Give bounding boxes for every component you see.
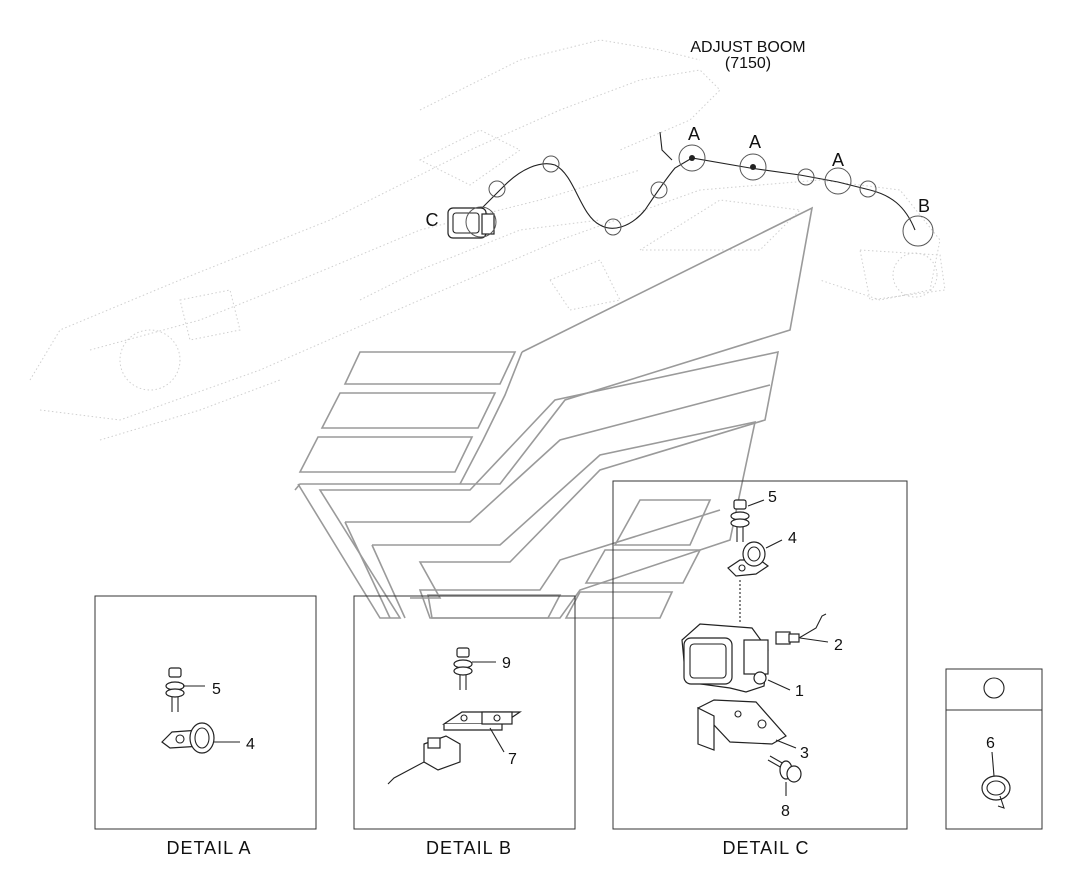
detail-b-caption: DETAIL B <box>426 838 512 858</box>
detail-c-part-1: 1 <box>795 683 804 700</box>
detail-c-part-4: 4 <box>788 530 797 547</box>
side-part-panel: 6 <box>945 668 1043 830</box>
detail-a-caption: DETAIL A <box>166 838 251 858</box>
detail-a-part-4: 4 <box>246 736 255 753</box>
hose-clamp-icon <box>981 775 1011 809</box>
bolt-icon <box>165 667 185 712</box>
detail-c-part-5: 5 <box>768 489 777 506</box>
connector-icon <box>387 735 461 785</box>
detail-a-panel: 5 4 <box>94 595 317 830</box>
bolt-icon <box>767 755 802 783</box>
callout-c: C <box>426 210 439 230</box>
mounting-bracket-icon <box>697 699 787 751</box>
clamp-icon <box>727 541 770 577</box>
callout-b: B <box>918 196 930 216</box>
work-light-icon <box>681 623 769 693</box>
wiring-harness <box>469 131 916 231</box>
bolt-icon <box>453 647 473 690</box>
assembly-title: ADJUST BOOM <box>690 39 805 56</box>
callout-a-2: A <box>749 132 761 152</box>
detail-c-panel: 5 4 1 2 <box>612 480 908 830</box>
boom-ghost-outline <box>29 39 946 441</box>
callout-a-1: A <box>688 124 700 144</box>
work-light-overview <box>447 207 495 239</box>
bolt-icon <box>730 499 750 542</box>
detail-b-part-7: 7 <box>508 751 517 768</box>
detail-b-part-9: 9 <box>502 655 511 672</box>
clamp-icon <box>161 722 215 754</box>
detail-c-part-2: 2 <box>834 637 843 654</box>
harness-locator-circles <box>465 144 934 247</box>
detail-a-part-5: 5 <box>212 681 221 698</box>
mounting-bracket-icon <box>442 711 522 731</box>
detail-c-part-8: 8 <box>781 803 790 820</box>
assembly-code: (7150) <box>725 55 771 72</box>
detail-c-caption: DETAIL C <box>722 838 809 858</box>
detail-c-part-3: 3 <box>800 745 809 762</box>
side-part-6: 6 <box>986 735 995 752</box>
connector-icon <box>775 613 827 645</box>
watermark-logo <box>294 206 814 619</box>
callout-a-3: A <box>832 150 844 170</box>
detail-b-panel: 9 7 <box>353 595 576 830</box>
